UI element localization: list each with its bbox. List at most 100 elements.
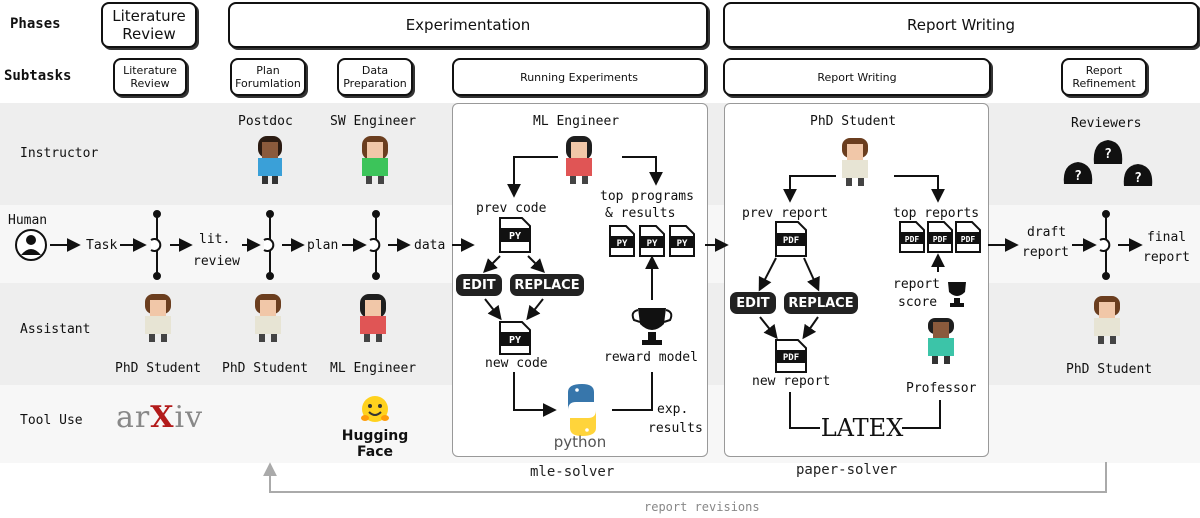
- phase-experimentation: Experimentation: [228, 2, 708, 48]
- paper-replace-button: REPLACE: [784, 292, 858, 314]
- paper-edit-button: EDIT: [730, 292, 776, 314]
- assistant-4-label: PhD Student: [1066, 362, 1153, 377]
- professor-label: Professor: [906, 381, 977, 396]
- phd-student-avatar: [842, 138, 868, 186]
- subtask-data: Data Preparation: [337, 58, 413, 96]
- trophy-icon: [631, 308, 673, 345]
- hugging-face-icon: [361, 396, 389, 422]
- flow-review: review: [193, 254, 240, 269]
- agent-postdoc-label: Postdoc: [238, 114, 293, 129]
- flow-final: final: [1147, 230, 1187, 245]
- arrow-new-python: [513, 372, 557, 417]
- mle-prev-code: prev code: [476, 201, 547, 216]
- loop-node-data: [369, 210, 381, 280]
- assistant-2-label: PhD Student: [222, 361, 309, 376]
- mle-edit-button: EDIT: [456, 274, 502, 296]
- arrow-python-exp: [612, 372, 653, 411]
- row-assistant: Assistant: [20, 322, 91, 337]
- flow-draft-report: report: [1022, 245, 1069, 260]
- flow-data: data: [414, 238, 446, 253]
- phase-report-writing: Report Writing: [723, 2, 1199, 48]
- arrow-replace-new: [526, 298, 544, 321]
- paper-report-score-2: score: [898, 295, 938, 310]
- flow-lit: lit.: [199, 232, 231, 247]
- pdf-file-icon: PDF: [775, 221, 807, 257]
- python-wordmark: python: [554, 433, 606, 451]
- assistant-2-avatar: [255, 294, 281, 342]
- arrow-prev-edit: [483, 255, 501, 273]
- flow-draft: draft: [1027, 225, 1067, 240]
- loop-node-refinement: [1099, 210, 1111, 280]
- flow-task: Task: [86, 238, 118, 253]
- py-file-icon-top: PY PY PY: [609, 225, 695, 257]
- py-label: PY: [509, 335, 521, 346]
- arrow-mle-to-prev: [507, 156, 558, 198]
- assistant-3-label: ML Engineer: [330, 361, 417, 376]
- row-human: Human: [8, 213, 48, 228]
- arrow-mle-to-top: [622, 156, 663, 186]
- reviewer-question-1: ?: [1074, 169, 1082, 184]
- pdf-label: PDF: [961, 235, 976, 244]
- mle-top-programs: top programs: [600, 189, 694, 204]
- agent-sw-engineer-label: SW Engineer: [330, 114, 417, 129]
- reviewer-icons: ? ? ?: [1063, 140, 1153, 186]
- mle-replace-button: REPLACE: [510, 274, 584, 296]
- row-instructor: Instructor: [20, 146, 99, 161]
- agent-phd-student-label: PhD Student: [810, 114, 897, 129]
- arrow-prevrep-replace: [803, 257, 820, 292]
- flow-final-report: report: [1143, 250, 1190, 265]
- py-label: PY: [617, 239, 628, 249]
- pdf-label: PDF: [783, 236, 799, 246]
- pdf-label: PDF: [933, 235, 948, 244]
- subtask-running: Running Experiments: [452, 58, 706, 96]
- report-revisions-caption: report revisions: [644, 500, 760, 514]
- agent-ml-engineer-label: ML Engineer: [533, 114, 620, 129]
- arrow-prev-replace: [527, 255, 545, 273]
- postdoc-avatar: [258, 136, 282, 184]
- sw-engineer-avatar: [362, 136, 388, 184]
- assistant-4-avatar: [1094, 296, 1120, 344]
- py-label: PY: [677, 239, 688, 249]
- paper-prev-report: prev report: [742, 206, 829, 221]
- subtask-refinement: Report Refinement: [1061, 58, 1147, 96]
- pdf-label: PDF: [783, 353, 799, 363]
- py-label: PY: [509, 231, 521, 242]
- arrow-edit-newrep: [759, 316, 778, 340]
- mle-and-results: & results: [605, 206, 676, 221]
- loop-node-lit-review: [150, 210, 162, 280]
- mle-new-code: new code: [485, 356, 548, 371]
- mle-reward-model: reward model: [604, 350, 698, 365]
- professor-avatar: [928, 318, 954, 364]
- arrow-replace-newrep: [802, 316, 819, 340]
- ml-engineer-avatar: [566, 136, 592, 184]
- mle-solver-caption: mle-solver: [530, 464, 615, 480]
- arrow-prevrep-edit: [758, 257, 777, 292]
- flow-plan: plan: [307, 238, 339, 253]
- human-icon: [15, 229, 47, 261]
- reviewer-question-2: ?: [1104, 147, 1112, 162]
- assistant-3-avatar: [360, 294, 386, 342]
- subtask-lit-review: Literature Review: [113, 58, 187, 96]
- arrow-phd-to-top: [894, 175, 945, 203]
- arrow-newrep-latex: [789, 392, 820, 429]
- subtask-plan: Plan Forumlation: [230, 58, 306, 96]
- hugging-face-logo: Hugging Face: [322, 394, 428, 460]
- mle-exp: exp.: [657, 402, 689, 417]
- python-logo: python: [554, 384, 606, 451]
- assistant-1-avatar: [145, 294, 171, 342]
- py-file-icon: PY: [499, 217, 531, 253]
- arrow-latex-prof: [902, 400, 941, 429]
- reviewer-question-3: ?: [1134, 171, 1142, 186]
- arrow-phd-to-prev: [783, 175, 836, 203]
- py-label: PY: [647, 239, 658, 249]
- pdf-file-icon-new: PDF: [775, 339, 807, 373]
- paper-report-score-1: report: [893, 277, 940, 292]
- subtask-report-writing: Report Writing: [723, 58, 991, 96]
- paper-new-report: new report: [752, 374, 831, 389]
- latex-logo: LATEX: [821, 414, 904, 442]
- loop-node-plan: [263, 210, 275, 280]
- phase-lit-review: Literature Review: [101, 2, 197, 48]
- phases-label: Phases: [10, 16, 61, 32]
- pdf-label: PDF: [905, 235, 920, 244]
